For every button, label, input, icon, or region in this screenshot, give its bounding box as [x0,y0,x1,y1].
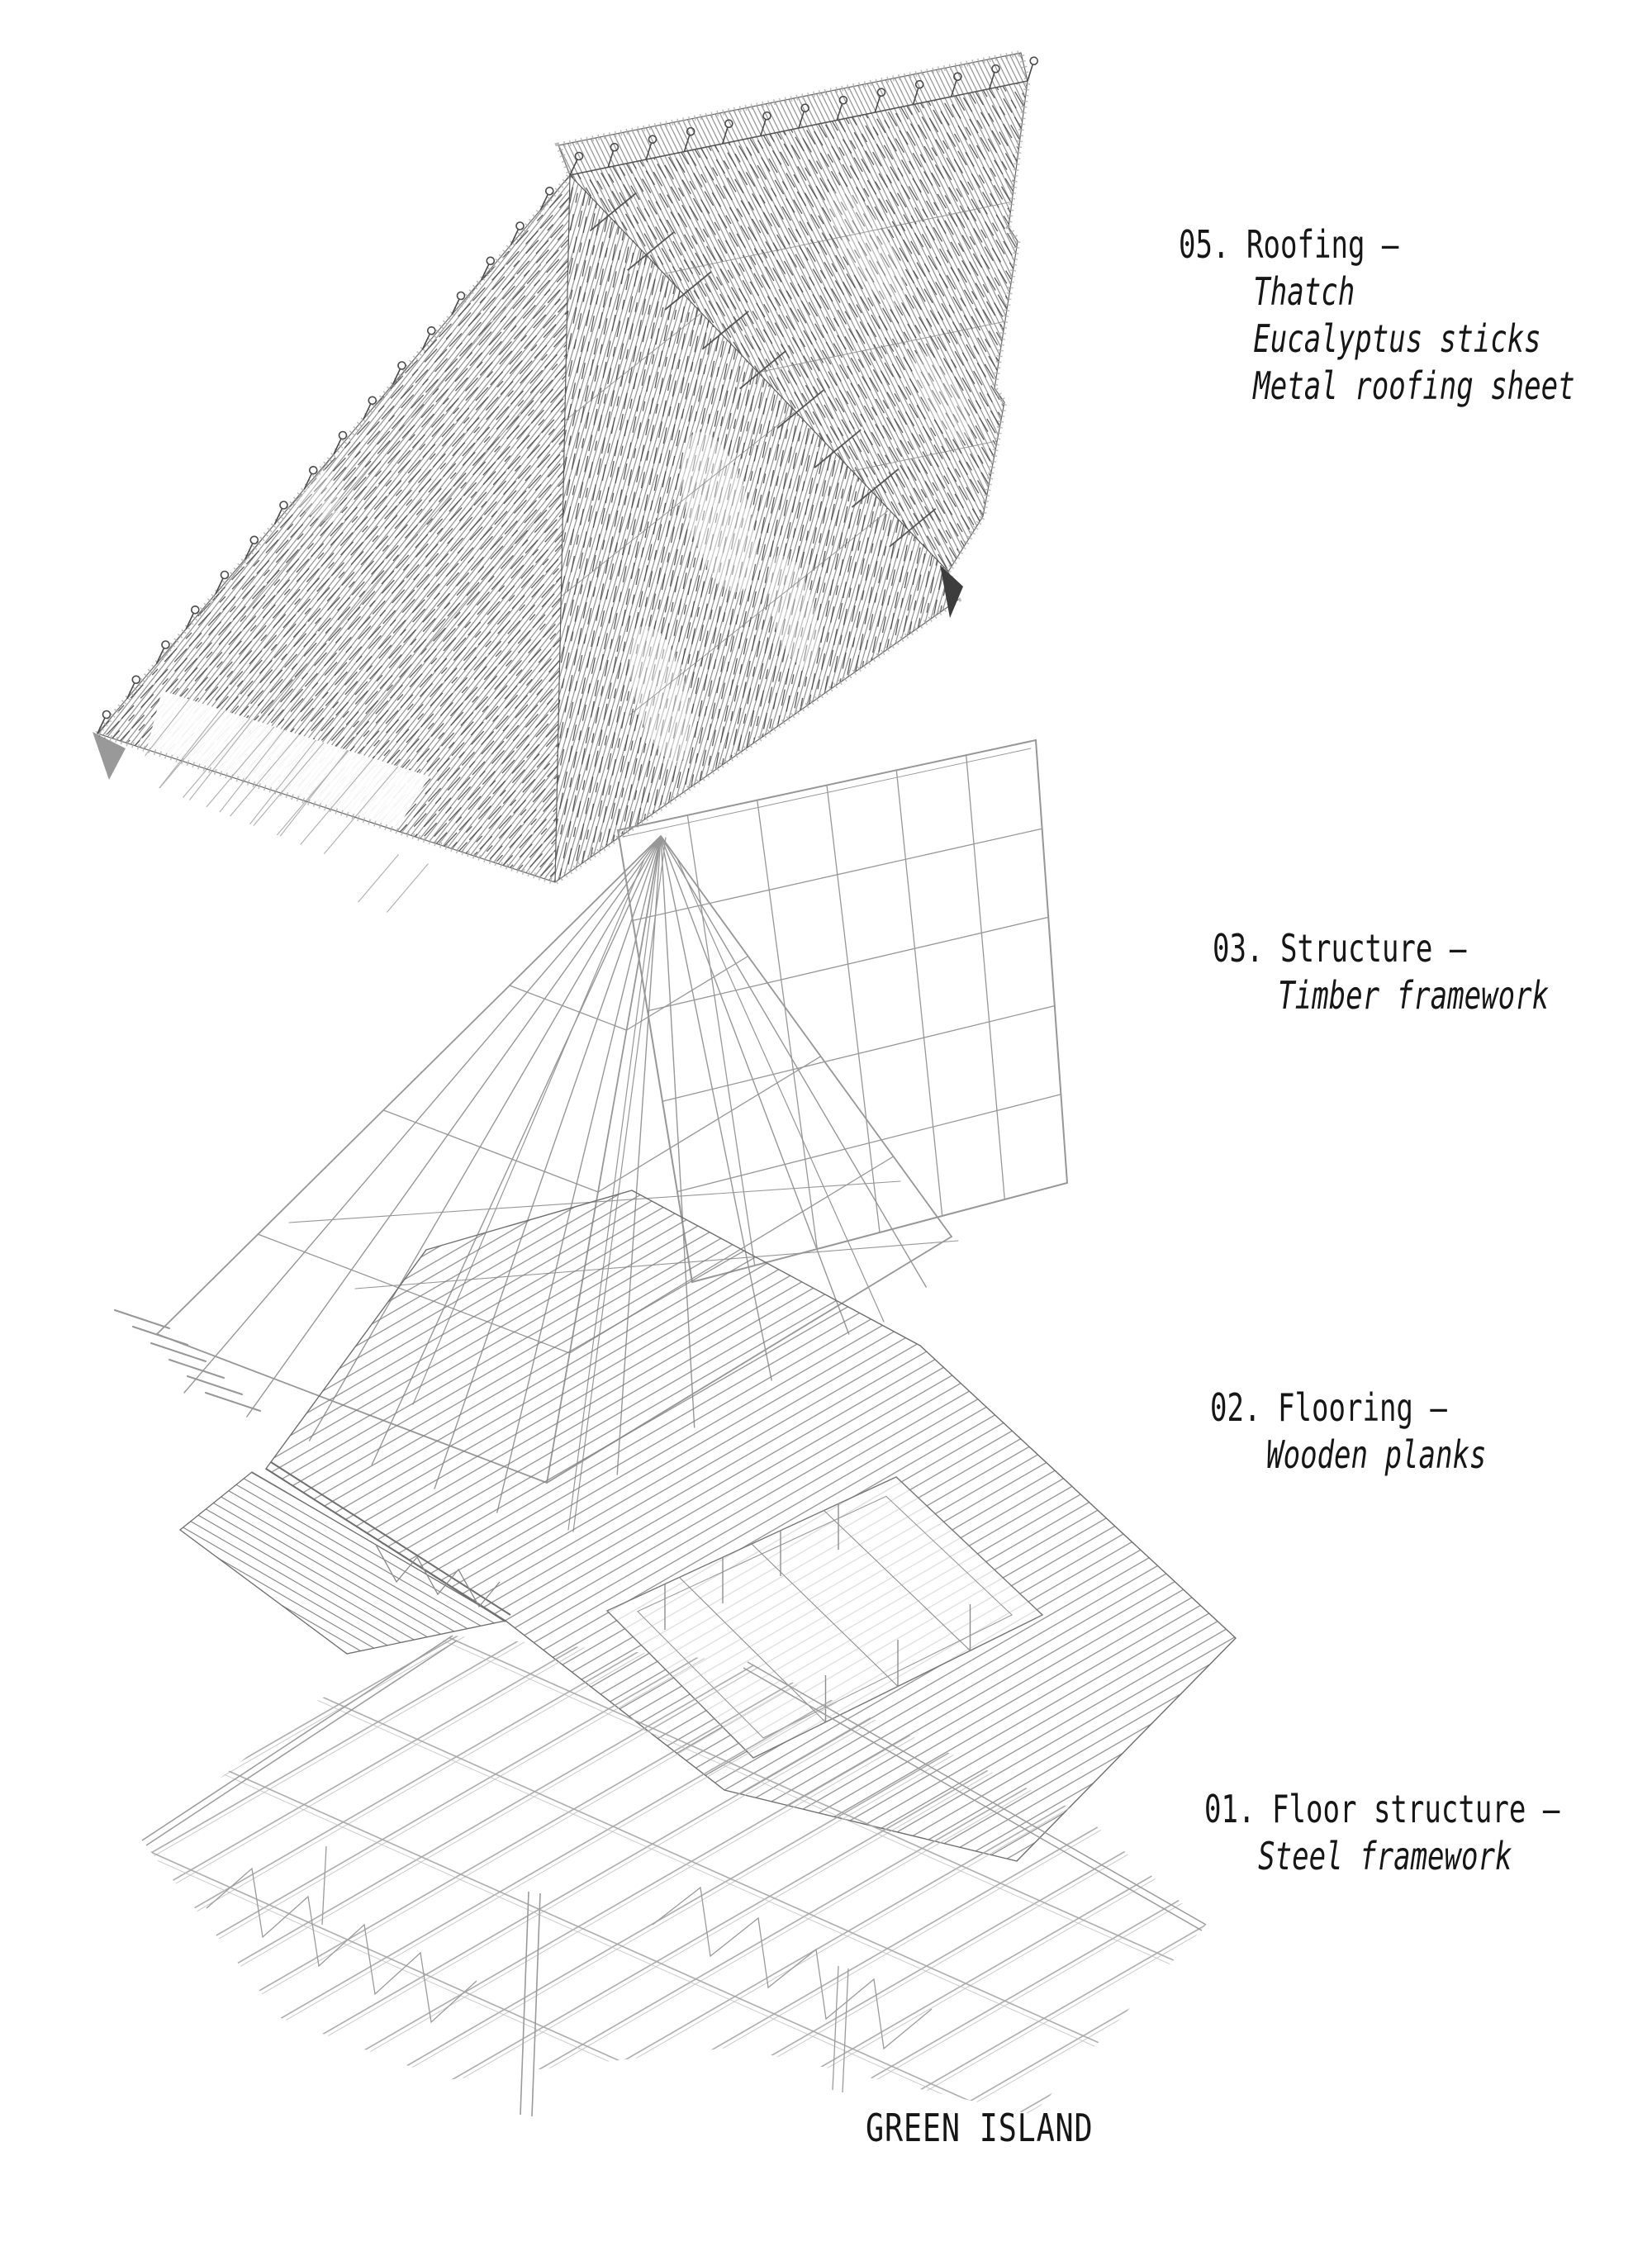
material-line: Metal roofing sheet [1253,363,1575,408]
project-title: GREEN ISLAND [866,2106,1094,2150]
legend-item-floor-structure: 01. Floor structure – Steel framework [1204,1786,1559,1880]
steel-framework-drawing [141,1635,1207,2117]
legend-materials-structure: Timber framework [1278,972,1549,1019]
legend-heading-structure: 03. Structure – [1213,926,1467,971]
legend-item-structure: 03. Structure – Timber framework [1213,925,1549,1019]
legend-item-roofing: 05. Roofing – Thatch Eucalyptus sticks M… [1179,221,1575,410]
material-line: Eucalyptus sticks [1253,316,1541,361]
legend-heading-flooring: 02. Flooring – [1210,1385,1447,1430]
material-line: Wooden planks [1266,1432,1487,1477]
legend-heading-roofing: 05. Roofing – [1179,222,1399,267]
legend-heading-floor-structure: 01. Floor structure – [1204,1787,1560,1831]
material-line: Steel framework [1258,1834,1512,1878]
roofing-thatch-drawing [92,49,1042,938]
legend-materials-flooring: Wooden planks [1266,1432,1486,1479]
legend-materials-floor-structure: Steel framework [1258,1833,1559,1880]
material-line: Thatch [1253,269,1355,314]
legend-item-flooring: 02. Flooring – Wooden planks [1210,1384,1487,1479]
material-line: Timber framework [1278,973,1550,1018]
legend-materials-roofing: Thatch Eucalyptus sticks Metal roofing s… [1253,268,1574,410]
